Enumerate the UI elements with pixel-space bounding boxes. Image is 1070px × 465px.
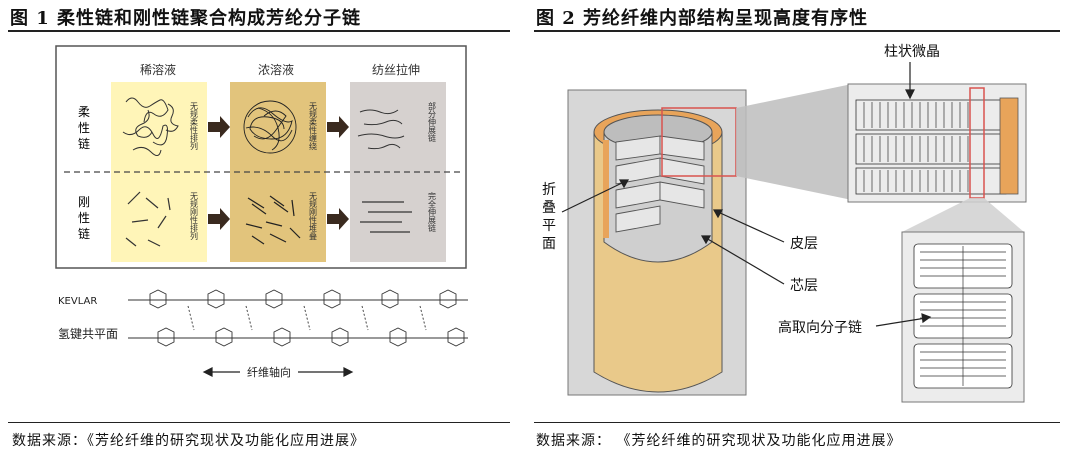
label-fold-plane-3: 平 — [542, 218, 556, 234]
figure2-bottom-rule — [534, 422, 1060, 423]
chain-projection — [902, 198, 1024, 232]
row-label-flexible: 柔 性 链 — [78, 105, 90, 151]
note-rigid-dilute: 无规刚性排列 — [190, 192, 199, 241]
rigid-notes: 无规刚性排列 无规刚性堆叠 完全伸展链 — [190, 191, 437, 241]
crystal-pointer — [905, 62, 915, 100]
flexible-notes: 无规柔性排列 无规柔性缠绕 部分伸展链 — [190, 101, 437, 151]
arrow-rigid-2 — [327, 208, 349, 230]
row-label-rigid-1: 刚 — [78, 195, 90, 209]
chain-pointer — [875, 313, 932, 327]
kevlar-structure — [128, 289, 468, 347]
fiber-axis-label: 纤维轴向 — [247, 365, 291, 379]
label-fold-plane: 折 叠 平 面 — [542, 182, 556, 252]
arrow-flex-1 — [208, 116, 230, 138]
fiber-axis-arrow — [202, 367, 354, 377]
skin-strip — [999, 97, 1019, 195]
crystal-bars — [863, 102, 969, 192]
projection-funnel — [736, 84, 852, 200]
row-label-rigid: 刚 性 链 — [78, 195, 90, 241]
flexible-spinning-extended — [357, 109, 405, 150]
col-header-dilute: 稀溶液 — [140, 62, 176, 77]
label-oriented-chain: 高取向分子链 — [778, 319, 862, 336]
hbond-label: 氢键共平面 — [58, 326, 118, 341]
row-label-flexible-2: 性 — [78, 121, 90, 135]
figure2-panel: 柱状微晶 折 叠 平 面 皮层 芯层 高取向分子链 — [542, 44, 1027, 403]
row-label-rigid-2: 性 — [78, 211, 90, 225]
figure2-title-rule — [534, 30, 1060, 32]
note-flex-spinning: 部分伸展链 — [428, 101, 437, 143]
figure1-panel: 稀溶液 浓溶液 纺丝拉伸 柔 性 链 刚 性 链 — [55, 45, 468, 379]
note-flex-dilute: 无规柔性排列 — [190, 102, 199, 151]
col-header-concentrated: 浓溶液 — [258, 62, 294, 77]
label-skin: 皮层 — [790, 236, 818, 252]
rigid-concentrated-stack — [245, 195, 301, 245]
flexible-dilute-chains — [122, 97, 179, 156]
figure1-source: 数据来源：《芳纶纤维的研究现状及功能化应用进展》 — [12, 433, 365, 449]
skin-pointer — [712, 209, 785, 243]
label-core: 芯层 — [790, 278, 818, 294]
arrow-rigid-1 — [208, 208, 230, 230]
rigid-spinning-extended — [360, 201, 412, 233]
crystal-frame — [847, 83, 1027, 203]
figure2-title: 图 2 芳纶纤维内部结构呈现高度有序性 — [536, 8, 869, 29]
row-label-flexible-1: 柔 — [78, 105, 90, 119]
row-label-flexible-3: 链 — [78, 136, 90, 151]
fold-pointer — [561, 179, 630, 213]
core-pointer — [700, 235, 785, 285]
oriented-chain-lines — [920, 246, 1006, 386]
note-rigid-concentrated: 无规刚性堆叠 — [309, 192, 318, 240]
flexible-concentrated-tangle — [243, 100, 297, 154]
label-columnar-crystal: 柱状微晶 — [884, 44, 940, 60]
figure1-title-rule — [8, 30, 510, 32]
figure1-box — [55, 45, 467, 269]
rigid-dilute-sticks — [125, 191, 171, 247]
note-flex-concentrated: 无规柔性缠绕 — [309, 102, 318, 151]
label-fold-plane-4: 面 — [542, 236, 556, 252]
note-rigid-spinning: 完全伸展链 — [428, 191, 437, 233]
kevlar-label: KEVLAR — [58, 296, 97, 307]
fold-planes — [615, 135, 705, 233]
row-label-rigid-3: 链 — [78, 226, 90, 241]
process-arrows — [208, 116, 349, 230]
figure1-title: 图 1 柔性链和刚性链聚合构成芳纶分子链 — [10, 8, 362, 29]
col-header-spinning: 纺丝拉伸 — [372, 62, 420, 77]
figure2-source: 数据来源： 《芳纶纤维的研究现状及功能化应用进展》 — [536, 433, 902, 449]
label-fold-plane-1: 折 — [542, 182, 556, 198]
figure1-bottom-rule — [8, 422, 510, 423]
label-fold-plane-2: 叠 — [542, 200, 556, 216]
arrow-flex-2 — [327, 116, 349, 138]
